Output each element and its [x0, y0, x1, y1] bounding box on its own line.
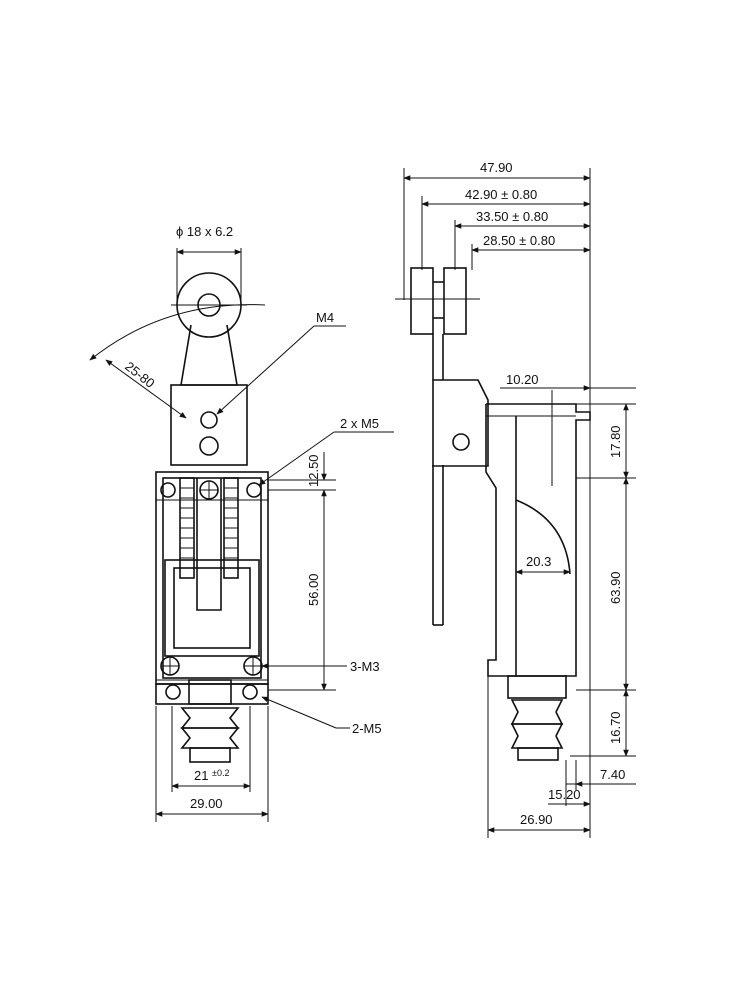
dim-hole-pitch: 21 — [194, 768, 208, 783]
label-m4: M4 — [316, 310, 334, 325]
roller-diameter-dimension: ϕ 18 x 6.2 — [176, 224, 242, 300]
switch-body-front — [155, 471, 269, 763]
dim-body-height: 63.90 — [608, 571, 623, 604]
dim-offset: 10.20 — [506, 372, 539, 387]
lever-hub — [432, 379, 489, 467]
dim-plunger-height: 16.70 — [608, 711, 623, 744]
arm-range: 25-80 — [89, 304, 266, 419]
front-leaders: M4 2 x M5 3-M3 2-M5 — [216, 310, 394, 736]
dim-c: 28.50 ± 0.80 — [483, 233, 555, 248]
dim-radius: 20.3 — [526, 554, 551, 569]
dim-plunger-width: 15.20 — [548, 787, 581, 802]
dim-base-width: 26.90 — [520, 812, 553, 827]
dim-hole-spacing: 56.00 — [306, 573, 321, 606]
arm-range-label: 25-80 — [122, 359, 157, 391]
side-right-dimensions: 10.20 17.80 63.90 16.70 7.40 15.20 26.90 — [487, 372, 636, 838]
dim-overall: 47.90 — [480, 160, 513, 175]
side-top-dimensions: 47.90 42.90 ± 0.80 33.50 ± 0.80 28.50 ± … — [403, 160, 591, 838]
radius-dimension: 20.3 — [515, 554, 571, 575]
lever-arm — [170, 324, 248, 466]
front-view: ϕ 18 x 6.2 25-80 — [89, 224, 394, 822]
roller-dim-label: ϕ 18 x 6.2 — [176, 224, 233, 239]
dim-b: 33.50 ± 0.80 — [476, 209, 548, 224]
side-rollers — [395, 267, 480, 626]
dim-head-height: 17.80 — [608, 425, 623, 458]
dim-top-offset: 12.50 — [306, 454, 321, 487]
dim-a: 42.90 ± 0.80 — [465, 187, 537, 202]
dim-hole-pitch-tol: ±0.2 — [212, 768, 229, 778]
dim-body-width: 29.00 — [190, 796, 223, 811]
label-2xm5: 2 x M5 — [340, 416, 379, 431]
label-2m5: 2-M5 — [352, 721, 382, 736]
side-view: 47.90 42.90 ± 0.80 33.50 ± 0.80 28.50 ± … — [395, 160, 636, 838]
switch-body-side — [485, 390, 591, 761]
label-3m3: 3-M3 — [350, 659, 380, 674]
dim-plunger-offset: 7.40 — [600, 767, 625, 782]
